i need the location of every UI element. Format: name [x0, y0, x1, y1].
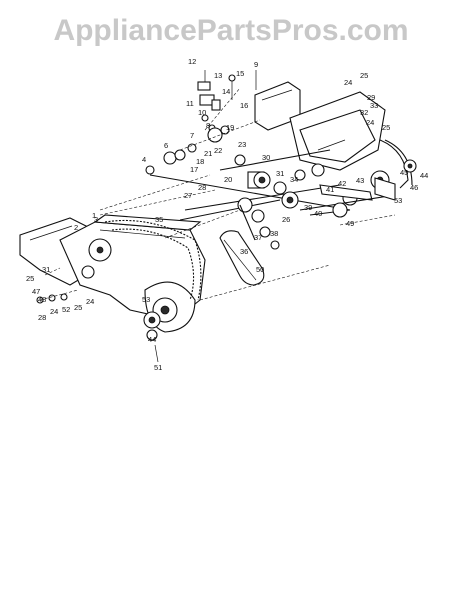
callout-label: 47	[32, 287, 40, 296]
callout-label: 40	[314, 209, 322, 218]
callout-label: 6	[164, 141, 168, 150]
callout-label: 10	[198, 108, 206, 117]
callout-label: 4	[142, 155, 146, 164]
callout-label: 38	[270, 229, 278, 238]
callout-label: 50	[256, 265, 264, 274]
callout-label: 33	[370, 101, 378, 110]
callout-label: 15	[236, 69, 244, 78]
callout-label: 24	[344, 78, 352, 87]
callout-label: 27	[184, 191, 192, 200]
callout-label: 36	[240, 247, 248, 256]
callout-label: 3	[94, 215, 98, 224]
callout-label: 45	[400, 168, 408, 177]
callout-label: 16	[240, 101, 248, 110]
callout-label: 25	[382, 123, 390, 132]
callout-label: 31	[276, 169, 284, 178]
callout-label: 29	[367, 93, 375, 102]
dashed-leader-lines	[99, 87, 396, 301]
callout-label: 2	[74, 223, 78, 232]
callout-label: 28	[38, 313, 46, 322]
callout-label: 1	[92, 211, 96, 220]
callout-label: 42	[338, 179, 346, 188]
callout-label: 21	[204, 149, 212, 158]
callout-label: 13	[214, 71, 222, 80]
chain-case-housing	[19, 214, 206, 333]
callout-label: 12	[188, 57, 196, 66]
callout-label: 37	[254, 233, 262, 242]
callout-label: 23	[238, 140, 246, 149]
callout-label: 32	[360, 108, 368, 117]
callout-label: 24	[366, 118, 374, 127]
callout-label: 48	[38, 295, 46, 304]
callout-label: 35	[155, 215, 163, 224]
callout-label: 17	[190, 165, 198, 174]
callout-label: 53	[142, 295, 150, 304]
callout-label: 25	[26, 274, 34, 283]
callout-label: 41	[326, 185, 334, 194]
watermark-logo: AppliancePartsPros.com	[53, 14, 409, 47]
callout-labels: 12 13 9 15 14 11 10 8 16 24 25 29 33 32 …	[26, 57, 428, 372]
callout-label: 51	[154, 363, 162, 372]
callout-label: 22	[214, 146, 222, 155]
callout-label: 24	[86, 297, 94, 306]
callout-label: 43	[356, 176, 364, 185]
callout-label: 39	[304, 203, 312, 212]
callout-label: 30	[262, 153, 270, 162]
callout-label: 7	[190, 131, 194, 140]
callout-label: 25	[74, 303, 82, 312]
callout-label: 53	[394, 196, 402, 205]
callout-label: 18	[196, 157, 204, 166]
callout-label: 11	[186, 99, 194, 108]
callout-label: 9	[254, 60, 258, 69]
callout-label: 44	[420, 171, 428, 180]
callout-label: 24	[50, 307, 58, 316]
callout-label: 44	[148, 335, 156, 344]
callout-label: 14	[222, 87, 230, 96]
lower-axle	[299, 159, 417, 218]
callout-label: 34	[290, 175, 298, 184]
callout-label: 25	[360, 71, 368, 80]
callout-label: 20	[224, 175, 232, 184]
callout-label: 52	[62, 305, 70, 314]
callout-label: 31	[42, 265, 50, 274]
callout-label: 19	[226, 123, 234, 132]
callout-label: 8	[206, 121, 210, 130]
callout-label: 46	[410, 183, 418, 192]
lower-left-hub	[36, 267, 161, 363]
callout-label: 28	[198, 183, 206, 192]
drive-belt	[219, 230, 265, 286]
shaft-assembly	[149, 149, 373, 250]
callout-label: 49	[346, 219, 354, 228]
callout-label: 26	[282, 215, 290, 224]
